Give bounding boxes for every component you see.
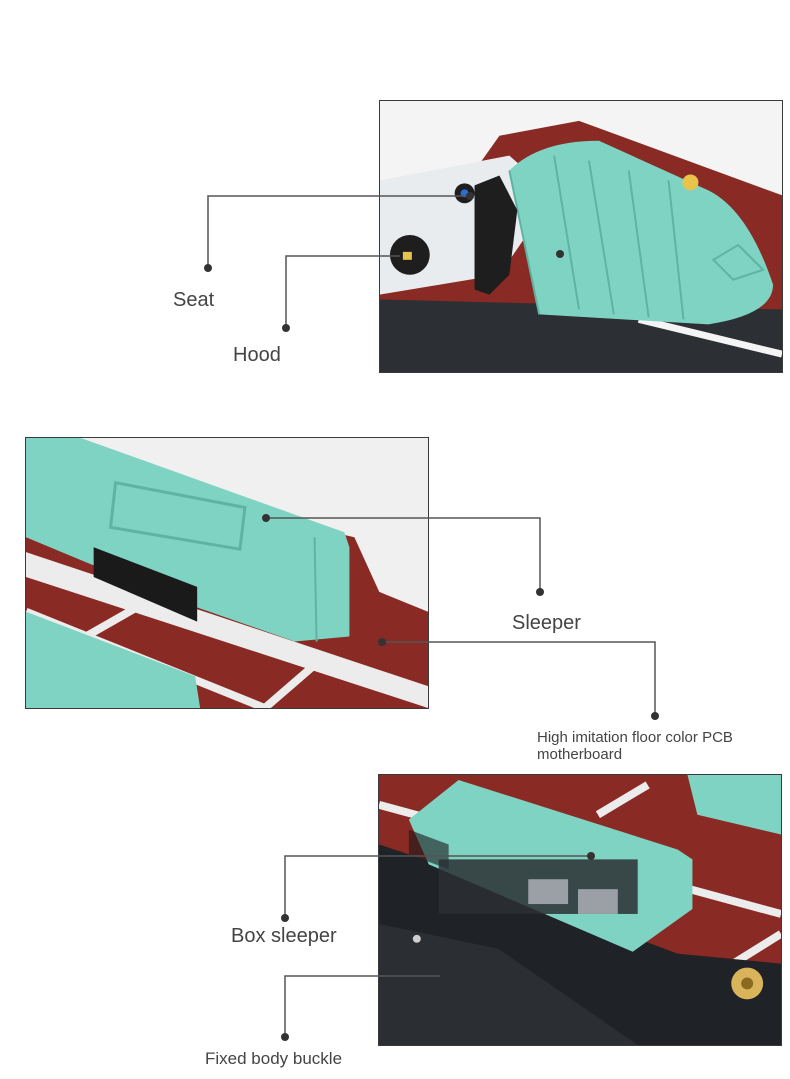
photo-box-sleeper-closeup [378,774,782,1046]
photo-hood-closeup [379,100,783,373]
box-sleeper-illustration [379,775,781,1045]
hood-label-dot [282,324,290,332]
label-pcb-line-2: motherboard [537,746,623,763]
label-hood: Hood [233,344,281,366]
label-fixed-body-buckle: Fixed body buckle [205,1049,343,1068]
sleeper-illustration [26,438,428,708]
hood-illustration [380,101,782,372]
seat-label-dot [204,264,212,272]
box-sleeper-label-dot [281,914,289,922]
photo-sleeper-closeup [25,437,429,709]
label-pcb-line-1: High imitation floor color PCB [537,729,733,746]
label-seat: Seat [173,289,215,311]
label-pcb-motherboard: High imitation floor color PCB motherboa… [537,729,777,763]
pcb-label-dot [651,712,659,720]
sleeper-label-dot [536,588,544,596]
label-box-sleeper: Box sleeper [231,925,337,947]
buckle-label-dot [281,1033,289,1041]
label-sleeper: Sleeper [512,612,581,634]
